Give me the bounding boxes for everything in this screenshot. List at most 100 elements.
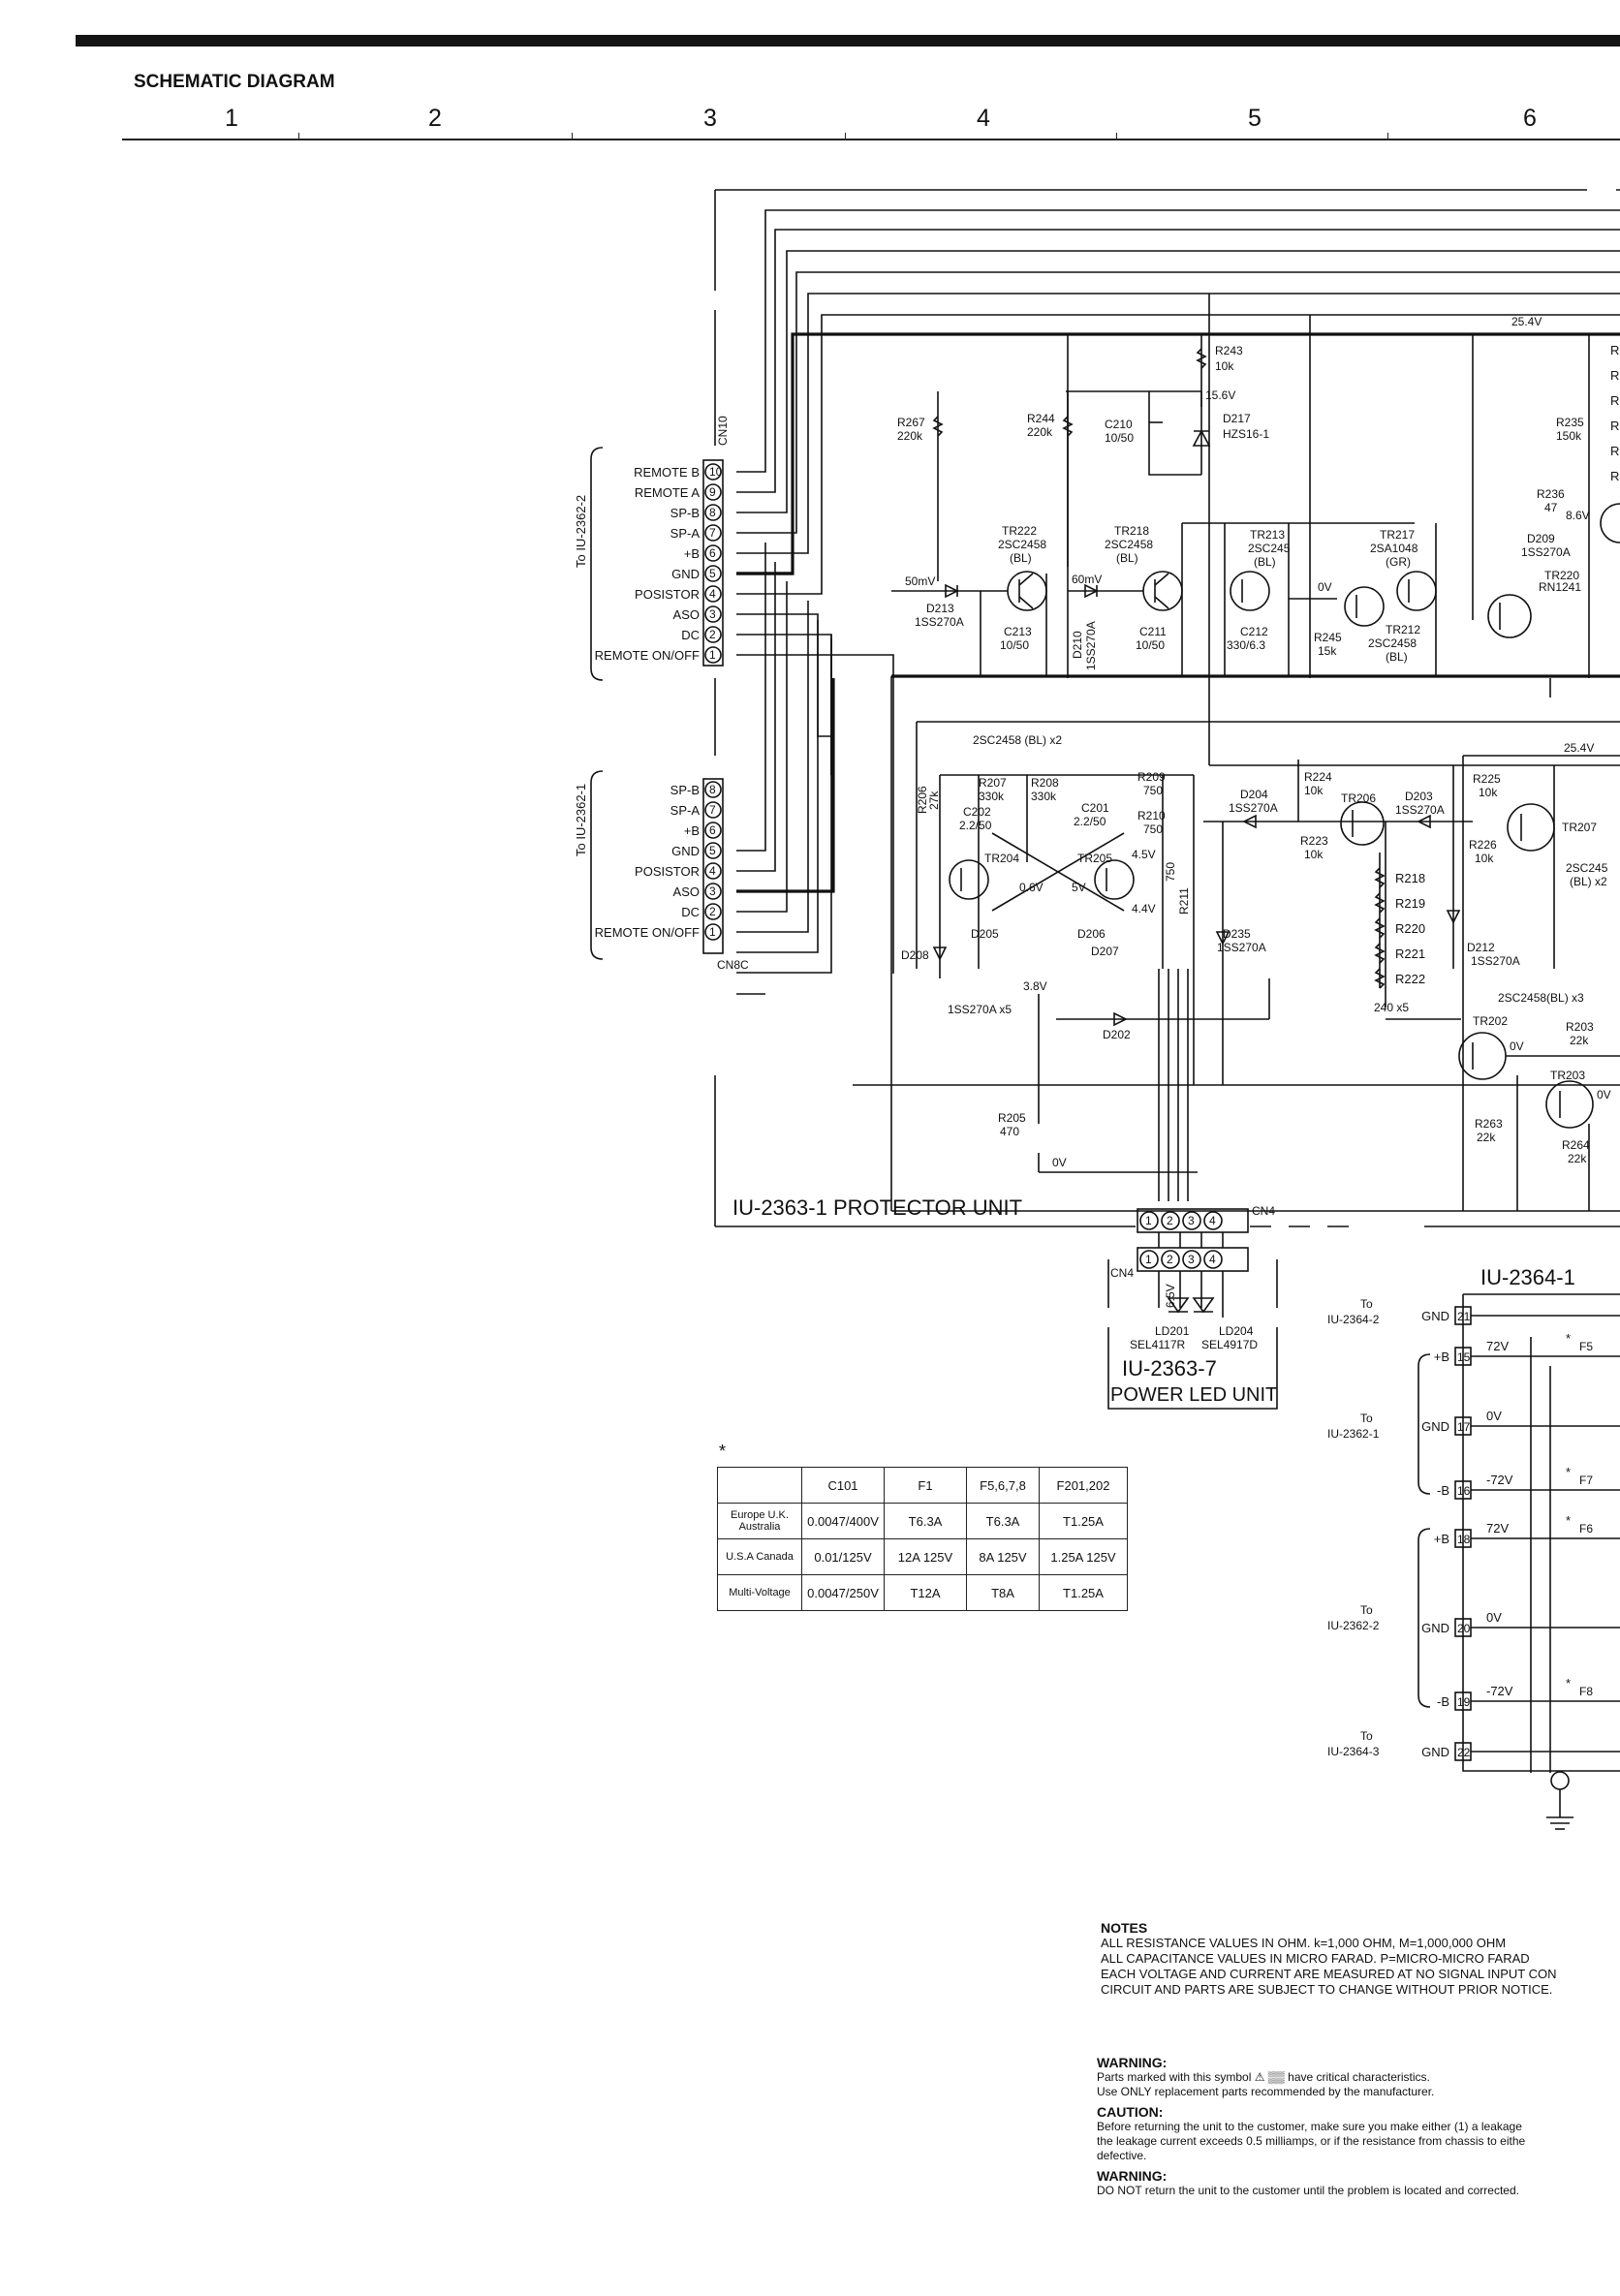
warning-line: DO NOT return the unit to the customer u… [1097,2184,1519,2197]
cn8c-pin-number: 6 [709,823,716,837]
column-number-5: 5 [1248,105,1262,132]
c201-label: C201 [1081,801,1109,815]
cn4-pin-number: 3 [1188,1214,1195,1227]
power-fuse-star: * [1566,1331,1571,1346]
voltage-15-6v: 15.6V [1205,388,1235,402]
cn10-pin-label: REMOTE A [635,485,701,500]
column-number-3: 3 [703,105,717,132]
tr217-grade: (GR) [1386,555,1411,569]
warning-title-2: WARNING: [1097,2168,1168,2184]
multiplier-2sc2458-x3: 2SC2458(BL) x3 [1498,991,1584,1005]
power-pin-voltage: 0V [1486,1610,1502,1625]
r220-symbol [1374,917,1386,939]
r207-label: R207 [979,776,1007,790]
dest-2362-1: IU-2362-1 [1327,1427,1380,1441]
cn8c-pin-label: +B [684,823,700,838]
c201-value: 2.2/50 [1074,815,1106,828]
d207-label: D207 [1091,945,1119,958]
power-pin-list: 21GND15+B72V*F517GND0V16-B-72V*F718+B72V… [1421,1306,1620,1761]
d217-label: D217 [1223,412,1251,425]
connector-cn10: CN10 To IU-2362-2 [574,416,730,681]
r208-label: R208 [1031,776,1059,790]
c213-value: 10/50 [1000,638,1029,652]
cn4-pin-1 [1139,1211,1159,1230]
cn4-pin-3 [1182,1211,1201,1230]
power-pin-number: 18 [1457,1533,1471,1546]
notes-block: NOTES ALL RESISTANCE VALUES IN OHM. k=1,… [1101,1920,1557,1998]
dest-2362-2: IU-2362-2 [1327,1619,1380,1632]
column-tick [1116,133,1117,140]
r245-label: R245 [1314,631,1342,644]
table-row: U.S.A Canada 0.01/125V 12A 125V 8A 125V … [717,1538,1128,1575]
region-cell: U.S.A Canada [717,1538,802,1575]
tr212-type: 2SC2458 [1368,636,1417,650]
table-cell: 12A 125V [884,1538,967,1575]
cn8c-pin-number: 4 [709,864,716,878]
cn10-pin-7 [704,524,722,542]
d210-type: 1SS270A [1084,621,1098,670]
tr220-type: RN1241 [1539,580,1581,594]
cn10-pin-3 [704,605,722,623]
cn10-bus-wires [736,209,1620,974]
cn8c-pin-label: REMOTE ON/OFF [595,925,700,940]
r210-value: 750 [1143,822,1163,836]
r205-value: 470 [1000,1125,1019,1138]
table-cell: T1.25A [1039,1574,1128,1611]
ld201-type: SEL4117R [1130,1338,1185,1351]
d213-type: 1SS270A [915,615,964,629]
caution-line: Before returning the unit to the custome… [1097,2120,1522,2133]
cn10-pin-6 [704,544,722,562]
power-pin-label: GND [1421,1309,1449,1323]
cn10-pin-number: 8 [709,506,716,519]
power-fuse-star: * [1566,1465,1571,1479]
power-led-unit-name: POWER LED UNIT [1110,1384,1277,1406]
table-cell: T6.3A [966,1503,1040,1539]
r208-value: 330k [1031,790,1057,803]
power-pin-number: 17 [1457,1420,1471,1434]
supply-rails [736,294,1620,1212]
multiplier-1ss270a-x5: 1SS270A x5 [948,1003,1012,1016]
cn10-pin-label: SP-A [670,526,701,541]
top-border-bar [76,35,1620,47]
r218-label: R218 [1395,871,1425,885]
cn10-pin-4 [704,585,722,603]
region-cell: Europe U.K. Australia [717,1503,802,1539]
c211-value: 10/50 [1136,638,1165,652]
cn4-pin-4 [1203,1211,1223,1230]
power-pin-voltage: 0V [1486,1409,1502,1423]
r224-value: 10k [1304,784,1324,797]
tr212-label: TR212 [1386,623,1420,636]
cn4-pin-number: 3 [1188,1253,1195,1266]
d206-label: D206 [1077,927,1106,941]
r206-label: R206 [916,786,929,814]
cn10-label: CN10 [716,416,730,446]
voltage-0v-b: 0V [1052,1156,1067,1169]
tr213-grade: (BL) [1254,555,1276,569]
d217-value: HZS16-1 [1223,427,1269,441]
cn10-pin-number: 9 [709,485,716,499]
dest-2364-3: IU-2364-3 [1327,1745,1380,1758]
tr207-label: TR207 [1562,821,1597,834]
r209-label: R209 [1137,770,1166,784]
table-cell: T1.25A [1039,1503,1128,1539]
detection-circuit: 2SC2458 (BL) x2 R206 27k R207 330k R208 … [901,733,1269,1201]
power-pin-number: 16 [1457,1484,1471,1498]
cn8c-pin-label: SP-B [670,783,700,797]
r203-label: R203 [1566,1020,1594,1034]
fuse-table: C101 F1 F5,6,7,8 F201,202 Europe U.K. Au… [717,1467,1128,1611]
power-fuse-label: F7 [1579,1474,1593,1487]
tr217-label: TR217 [1380,528,1415,542]
power-led-unit: 6.5V LD201 SEL4117R LD204 SEL4917D IU-23… [1107,1259,1278,1410]
r264-value: 22k [1568,1152,1587,1165]
cn8c-pin-label: DC [681,905,700,919]
r221-symbol [1374,943,1386,964]
voltage-6-5v: 6.5V [1164,1284,1177,1308]
voltage-60mv: 60mV [1072,573,1102,586]
voltage-0v-a: 0V [1318,580,1332,594]
column-tick [1387,133,1388,140]
c202-value: 2.2/50 [959,819,992,832]
zener-section: R243 10k 15.6V D217 HZS16-1 C210 10/50 R… [897,334,1269,581]
r206-value: 27k [927,791,941,810]
dest-2364-2: IU-2364-2 [1327,1313,1380,1326]
